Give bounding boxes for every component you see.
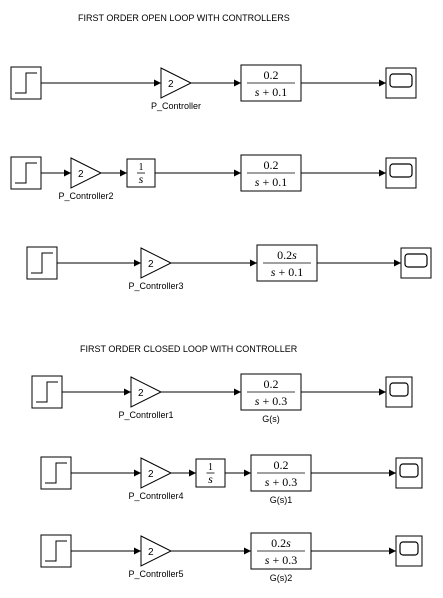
transfer-fcn-numerator: 0.2 [264,377,279,391]
transfer-fcn-denominator: s + 0.3 [265,475,297,489]
integrator-denominator: s [208,472,213,486]
scope-block[interactable] [395,535,423,567]
step-icon [15,162,37,184]
scope-icon [399,541,419,556]
model-row-4: 2P_Controller1 0.2 s + 0.3G(s) [31,373,413,424]
gain-block[interactable]: 2P_Controller4 [128,457,184,501]
gain-value: 2 [168,79,174,90]
step-icon [36,381,58,403]
gain-value: 2 [148,547,154,558]
step-block-frame [26,246,58,280]
model-row-1: 2P_Controller 0.2 s + 0.1 [10,64,417,111]
transfer-fcn-denominator: s + 0.3 [255,394,287,408]
model-row-3: 2P_Controller3 0.2s s + 0.1 [26,244,432,291]
transfer-fcn-numerator: 0.2 [264,158,279,172]
gain-label: P_Controller5 [128,569,183,579]
transfer-fcn-numerator: 0.2s [271,536,291,550]
scope-block[interactable] [385,67,417,99]
gain-triangle [140,535,173,567]
transfer-fcn-block[interactable]: 0.2 s + 0.3G(s) [240,373,302,424]
closed-loop-title: FIRST ORDER CLOSED LOOP WITH CONTROLLER [80,344,298,354]
integrator-block[interactable]: 1s [126,158,156,188]
gain-value: 2 [138,388,144,399]
gain-label: P_Controller1 [118,410,173,420]
transfer-fcn-label: G(s)2 [270,573,293,583]
step-icon [45,540,67,562]
open-loop-title: FIRST ORDER OPEN LOOP WITH CONTROLLERS [78,13,290,23]
step-block[interactable] [10,66,42,100]
transfer-fcn-denominator: s + 0.1 [255,85,287,99]
step-block[interactable] [40,534,72,568]
transfer-fcn-block[interactable]: 0.2 s + 0.1 [240,64,302,102]
transfer-fcn-block[interactable]: 0.2s s + 0.1 [256,244,318,282]
transfer-fcn-numerator: 0.2 [264,68,279,82]
gain-block[interactable]: 2P_Controller2 [58,157,114,201]
step-block[interactable] [10,156,42,190]
gain-triangle [160,67,193,99]
gain-block[interactable]: 2P_Controller1 [118,376,174,420]
gain-triangle [70,157,103,189]
step-icon [15,72,37,94]
gain-value: 2 [148,259,154,270]
gain-block[interactable]: 2P_Controller [151,67,201,111]
transfer-fcn-numerator: 0.2s [277,248,297,262]
gain-block[interactable]: 2P_Controller5 [128,535,184,579]
gain-label: P_Controller2 [58,191,113,201]
scope-icon [399,463,419,478]
gain-value: 2 [148,469,154,480]
model-row-5: 2P_Controller4 1s 0.2 s + 0.3G(s)1 [40,454,423,505]
transfer-fcn-block[interactable]: 0.2 s + 0.3G(s)1 [250,454,312,505]
transfer-fcn-numerator: 0.2 [274,458,289,472]
transfer-fcn-denominator: s + 0.3 [265,553,297,567]
gain-triangle [130,376,163,408]
integrator-denominator: s [139,172,144,186]
scope-icon [389,382,409,397]
transfer-fcn-denominator: s + 0.1 [271,265,303,279]
gain-block[interactable]: 2P_Controller3 [128,247,184,291]
gain-triangle [140,247,173,279]
model-row-2: 2P_Controller2 1s 0.2 s + 0.1 [10,154,417,201]
transfer-fcn-block[interactable]: 0.2 s + 0.1 [240,154,302,192]
step-block[interactable] [26,246,58,280]
gain-triangle [140,457,173,489]
gain-value: 2 [78,169,84,180]
step-block[interactable] [31,375,63,409]
scope-icon [389,73,413,88]
step-icon [31,252,53,274]
transfer-fcn-denominator: s + 0.1 [255,175,287,189]
integrator-numerator: 1 [208,462,213,473]
step-block[interactable] [40,456,72,490]
scope-block[interactable] [395,457,423,489]
scope-block[interactable] [385,376,413,408]
gain-label: P_Controller3 [128,281,183,291]
integrator-numerator: 1 [139,162,144,173]
gain-label: P_Controller4 [128,491,183,501]
gain-label: P_Controller [151,101,201,111]
transfer-fcn-label: G(s) [262,414,280,424]
model-row-6: 2P_Controller5 0.2s s + 0.3G(s)2 [40,532,423,583]
step-icon [45,462,67,484]
scope-icon [389,163,413,178]
scope-block[interactable] [385,157,417,189]
transfer-fcn-label: G(s)1 [270,495,293,505]
integrator-block[interactable]: 1s [195,458,226,488]
scope-block[interactable] [400,247,432,279]
scope-icon [404,253,428,268]
transfer-fcn-block[interactable]: 0.2s s + 0.3G(s)2 [250,532,312,583]
